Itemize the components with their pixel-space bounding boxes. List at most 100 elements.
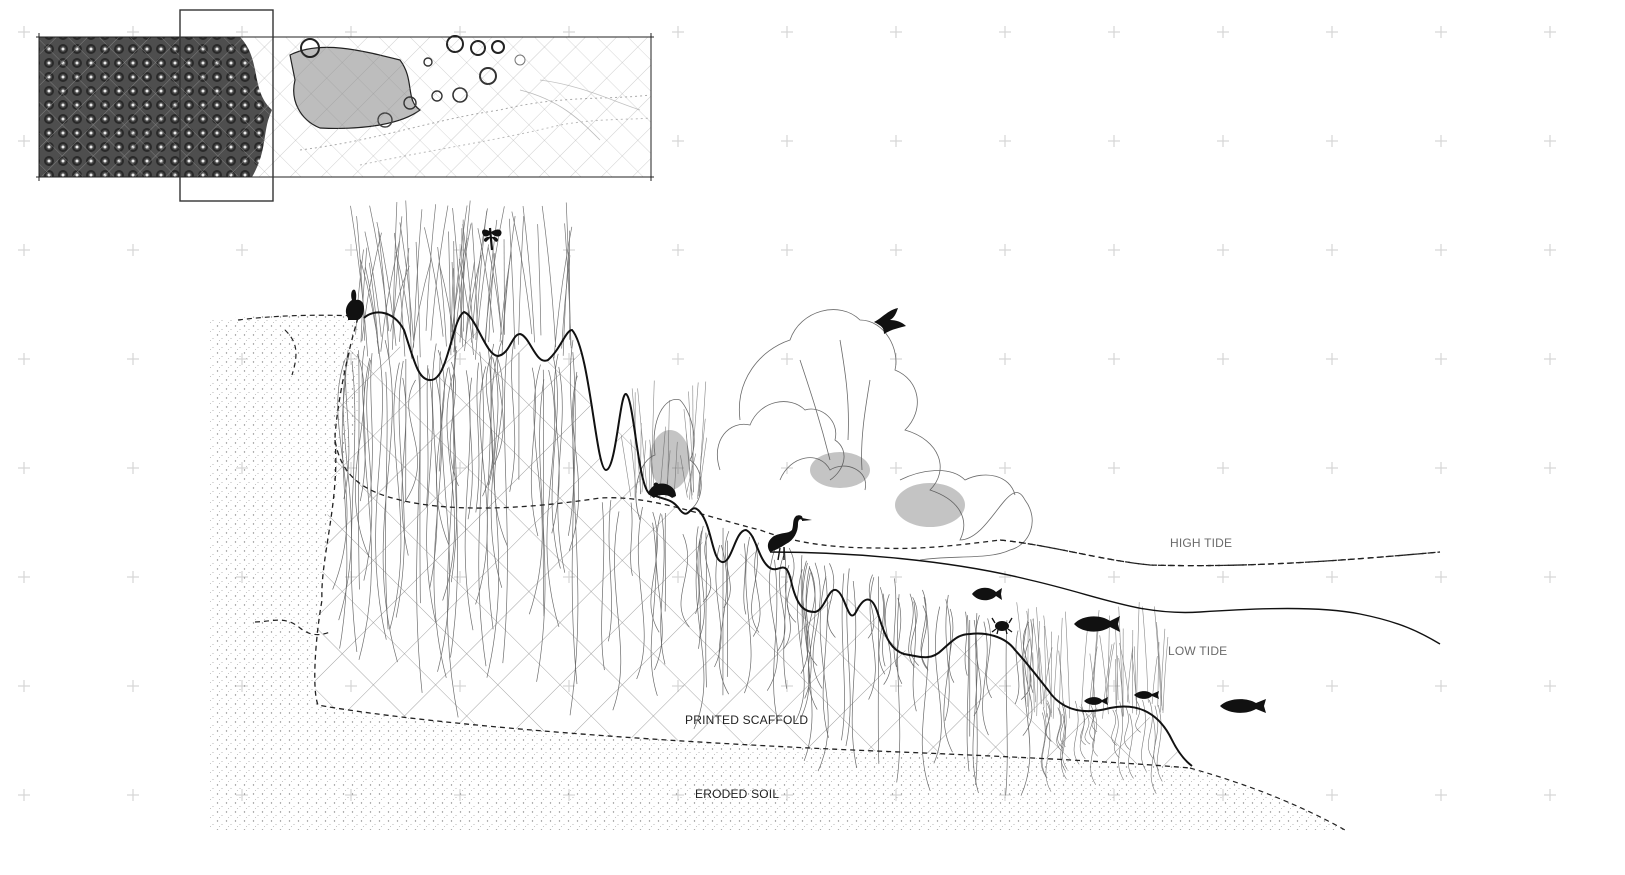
vegetation-stroke: [350, 362, 358, 653]
plus-mark: [890, 571, 902, 583]
vegetation-stroke: [620, 435, 632, 497]
vegetation-stroke: [399, 222, 414, 341]
vegetation-stroke: [1135, 701, 1141, 733]
terrain-profile-line: [363, 310, 1193, 767]
plus-mark: [890, 462, 902, 474]
vegetation-stroke: [1114, 710, 1120, 759]
vegetation-stroke: [1041, 707, 1048, 779]
plus-mark: [127, 571, 139, 583]
vegetation-stroke: [1065, 611, 1071, 719]
vegetation-stroke: [551, 353, 560, 534]
vegetation-stroke: [883, 594, 892, 685]
vegetation-stroke: [972, 619, 979, 794]
vegetation-stroke: [630, 439, 637, 493]
vegetation-stroke: [561, 255, 571, 349]
fish-icon: [1074, 616, 1120, 632]
vegetation-stroke: [1020, 619, 1031, 796]
vegetation-stroke: [800, 555, 803, 647]
vegetation-stroke: [475, 362, 480, 513]
vegetation-stroke: [490, 357, 503, 588]
plus-mark: [672, 135, 684, 147]
vegetation-stroke: [1090, 711, 1096, 785]
vegetation-stroke: [800, 562, 810, 718]
high-tide-label: HIGH TIDE: [1170, 536, 1233, 550]
plus-mark: [127, 26, 139, 38]
vegetation-stroke: [1115, 659, 1117, 705]
vegetation-stroke: [393, 232, 406, 357]
plus-mark: [1108, 244, 1120, 256]
vegetation-stroke: [375, 340, 387, 640]
vegetation-stroke: [392, 202, 398, 340]
plus-mark: [127, 353, 139, 365]
vegetation-stroke: [868, 577, 876, 700]
plus-mark: [1435, 571, 1447, 583]
vegetation-stroke: [1153, 705, 1160, 771]
plus-mark: [999, 462, 1011, 474]
plus-mark: [563, 26, 575, 38]
vegetation-stroke: [1089, 705, 1095, 742]
vegetation-stroke: [542, 369, 545, 617]
vegetation-stroke: [486, 355, 500, 678]
vegetation-stroke: [385, 371, 389, 630]
vegetation-stroke: [1124, 706, 1130, 750]
vegetation-stroke: [683, 409, 693, 496]
plus-mark: [1326, 462, 1338, 474]
vegetation-stroke: [459, 200, 471, 343]
vegetation-stroke: [405, 200, 412, 359]
vegetation-stroke: [437, 367, 450, 672]
vegetation-stroke: [641, 440, 647, 493]
vegetation-stroke: [686, 453, 697, 493]
plus-mark: [563, 244, 575, 256]
vegetation-stroke: [478, 351, 487, 667]
vegetation-stroke: [508, 218, 516, 350]
vegetation-stroke: [426, 368, 437, 623]
vegetation-stroke: [1128, 713, 1134, 779]
plus-mark: [1108, 353, 1120, 365]
vegetation-stroke: [360, 259, 380, 352]
vegetation-stroke: [546, 369, 560, 627]
plus-mark: [890, 244, 902, 256]
vegetation-stroke: [569, 371, 579, 716]
vegetation-stroke: [697, 418, 706, 499]
vegetation-stroke: [845, 568, 851, 747]
vegetation-stroke: [920, 589, 928, 669]
vegetation-stroke: [477, 228, 494, 333]
bird-icon: [874, 308, 906, 334]
plus-mark: [781, 26, 793, 38]
vegetation-stroke: [1102, 644, 1113, 719]
vegetation-stroke: [450, 237, 468, 342]
vegetation-stroke: [494, 354, 508, 547]
vegetation-stroke: [692, 385, 694, 492]
vegetation-stroke: [464, 370, 474, 631]
vegetation-stroke: [488, 253, 496, 343]
vegetation-stroke: [465, 261, 475, 344]
vegetation-stroke: [389, 362, 402, 630]
fish-icon: [972, 587, 1002, 601]
plus-mark: [999, 26, 1011, 38]
vegetation-stroke: [551, 356, 561, 569]
vegetation-stroke: [752, 542, 761, 637]
plus-mark: [672, 353, 684, 365]
vegetation-stroke: [1040, 712, 1047, 778]
vegetation-stroke: [673, 441, 678, 498]
vegetation-stroke: [415, 241, 421, 358]
vegetation-stroke: [648, 444, 651, 492]
vegetation-stroke: [536, 379, 546, 682]
vegetation-stroke: [751, 536, 760, 633]
vegetation-stroke: [449, 361, 459, 487]
plus-mark: [672, 244, 684, 256]
scaffold-boundary-line: [334, 317, 1441, 567]
plus-mark: [1217, 26, 1229, 38]
plus-mark: [1544, 571, 1556, 583]
plus-mark: [1435, 26, 1447, 38]
plus-mark: [890, 135, 902, 147]
vegetation-stroke: [1080, 710, 1086, 746]
vegetation-stroke: [528, 364, 543, 615]
printed-scaffold-label: PRINTED SCAFFOLD: [685, 713, 809, 727]
vegetation-stroke: [1043, 647, 1053, 704]
vegetation-stroke: [442, 374, 455, 601]
vegetation-stroke: [437, 246, 447, 347]
plus-mark: [781, 135, 793, 147]
vegetation-stroke: [1156, 621, 1163, 711]
vegetation-stroke: [964, 611, 968, 676]
